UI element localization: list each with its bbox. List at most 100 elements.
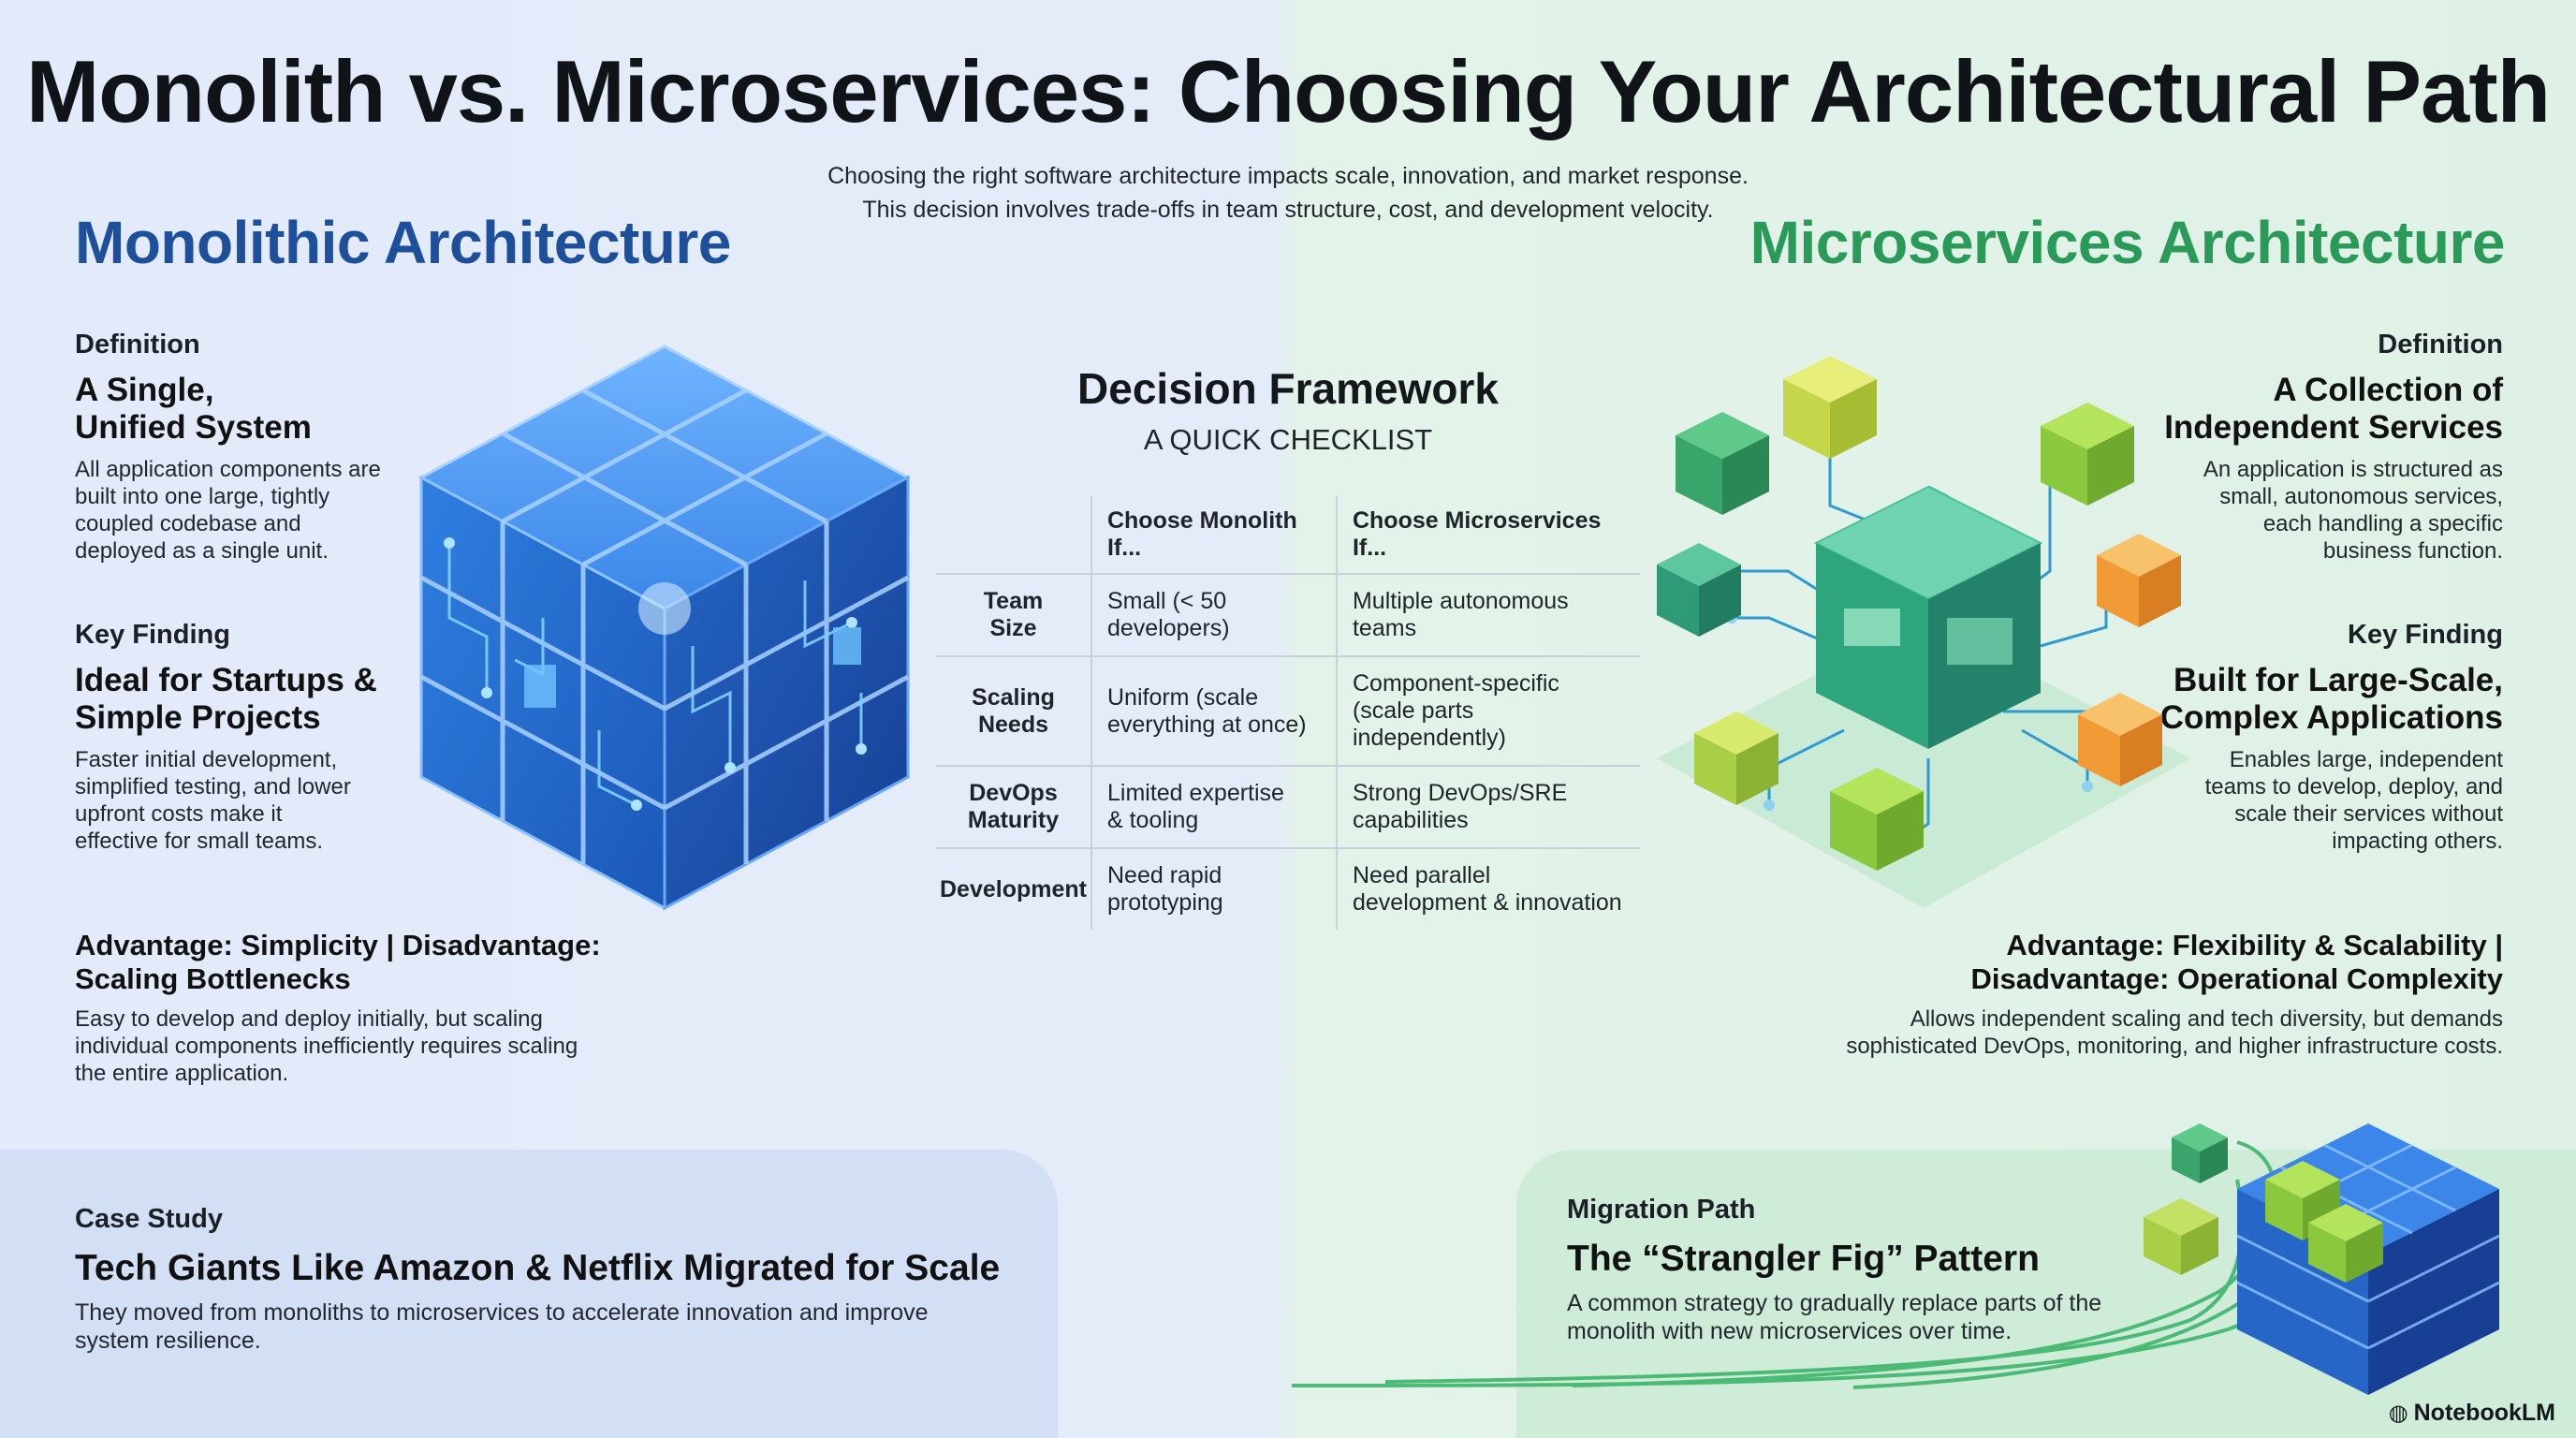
body-line: teams to develop, deploy, and (2204, 774, 2503, 800)
cell-line: & tooling (1106, 807, 1199, 833)
column-header: Choose Microservices If... (1335, 496, 1640, 574)
monolith-cell: Limited expertise& tooling (1090, 765, 1337, 848)
cell-line: Limited expertise (1106, 780, 1284, 806)
body-line: business function. (2322, 538, 2503, 564)
cell-line: developers) (1106, 615, 1230, 641)
brand-name: NotebookLM (2413, 1400, 2555, 1426)
headline-line: Disadvantage: Operational Complexity (1970, 962, 2503, 995)
key-finding-headline: Ideal for Startups & Simple Projects (75, 662, 487, 737)
body-line: upfront costs make it (75, 801, 283, 827)
page-title: Monolith vs. Microservices: Choosing You… (25, 42, 2551, 140)
cell-line: Multiple autonomous (1352, 588, 1569, 614)
headline-line: Complex Applications (2159, 699, 2503, 736)
cell-line: Uniform (scale (1106, 683, 1259, 711)
notebooklm-icon: ◍ (2388, 1401, 2408, 1426)
body-line: sophisticated DevOps, monitoring, and hi… (1846, 1034, 2503, 1059)
migration-body: A common strategy to gradually replace p… (1567, 1289, 2147, 1345)
body-line: system resilience. (75, 1328, 261, 1354)
body-line: each handling a specific (2262, 511, 2503, 536)
headline-line: A Single, (75, 372, 214, 408)
definition-body: An application is structured as small, a… (2091, 456, 2503, 565)
framework-title: Decision Framework (1077, 364, 1499, 413)
headline-line: Unified System (75, 409, 312, 446)
body-line: All application components are (75, 457, 381, 482)
definition-headline: A Collection of Independent Services (2091, 372, 2503, 447)
body-line: Enables large, independent (2229, 747, 2503, 772)
subtitle-line: This decision involves trade-offs in tea… (862, 197, 1714, 223)
body-line: Faster initial development, (75, 747, 338, 772)
microservices-key-finding: Key Finding Built for Large-Scale, Compl… (2091, 620, 2503, 855)
definition-label: Definition (2378, 330, 2503, 360)
case-study: Case Study Tech Giants Like Amazon & Net… (75, 1204, 1011, 1355)
key-finding-headline: Built for Large-Scale, Complex Applicati… (2091, 662, 2503, 737)
case-study-body: They moved from monoliths to microservic… (75, 1299, 1011, 1355)
cell-line: DevOps (969, 780, 1058, 806)
body-line: A common strategy to gradually replace p… (1567, 1290, 2102, 1316)
key-finding-label: Key Finding (2348, 620, 2503, 650)
monolith-key-finding: Key Finding Ideal for Startups & Simple … (75, 620, 487, 855)
body-line: Allows independent scaling and tech dive… (1910, 1006, 2503, 1032)
body-line: Easy to develop and deploy initially, bu… (75, 1006, 543, 1032)
migration-headline: The “Strangler Fig” Pattern (1567, 1239, 2040, 1279)
decision-table: Choose Monolith If... Choose Microservic… (936, 496, 1640, 930)
cell-line: Scaling (972, 683, 1055, 711)
case-study-headline: Tech Giants Like Amazon & Netflix Migrat… (75, 1248, 1001, 1288)
cell-line: Strong DevOps/SRE (1352, 780, 1568, 806)
cell-line: prototyping (1106, 889, 1223, 916)
body-line: scale their services without (2234, 801, 2503, 827)
cell-line: Development (940, 875, 1087, 902)
headline-line: Built for Large-Scale, (2173, 662, 2503, 698)
strangler-fig-illustration (1292, 1123, 2500, 1395)
page-subtitle: Choosing the right software architecture… (726, 159, 1850, 227)
cell-line: Component-specific (1352, 670, 1559, 697)
tradeoff-headline: Advantage: Flexibility & Scalability | D… (1735, 929, 2503, 996)
table-header-row: Choose Monolith If... Choose Microservic… (936, 496, 1640, 574)
key-finding-body: Faster initial development, simplified t… (75, 746, 487, 855)
cell-line: capabilities (1352, 807, 1469, 833)
tradeoff-body: Allows independent scaling and tech dive… (1735, 1005, 2503, 1060)
monolith-cube-illustration (417, 345, 912, 911)
headline-line: Advantage: Flexibility & Scalability | (2006, 929, 2503, 961)
headline-line: Ideal for Startups & (75, 662, 377, 698)
row-label: Development (936, 847, 1091, 930)
cell-line: Maturity (967, 807, 1060, 833)
body-line: An application is structured as (2203, 457, 2503, 482)
headline-line: A Collection of (2273, 372, 2503, 408)
brand-logo: ◍NotebookLM (2389, 1399, 2555, 1427)
cell-line: Need rapid (1106, 862, 1222, 888)
microservices-heading: Microservices Architecture (1749, 209, 2506, 276)
body-line: deployed as a single unit. (75, 538, 329, 564)
cell-line: development & innovation (1352, 889, 1622, 916)
body-line: built into one large, tightly (75, 484, 330, 509)
key-finding-body: Enables large, independent teams to deve… (2091, 746, 2503, 855)
headline-line: Scaling Bottlenecks (75, 962, 351, 995)
body-line: They moved from monoliths to microservic… (75, 1299, 929, 1326)
cell-line: everything at once) (1106, 711, 1307, 738)
body-line: simplified testing, and lower (75, 774, 351, 800)
subtitle-line: Choosing the right software architecture… (827, 163, 1749, 189)
case-study-label: Case Study (75, 1204, 223, 1234)
cell-line: Needs (977, 711, 1049, 738)
body-line: small, autonomous services, (2219, 484, 2503, 509)
microservices-cell: Component-specific(scale parts independe… (1335, 655, 1640, 766)
migration-label: Migration Path (1567, 1195, 1756, 1225)
cell-line: teams (1352, 615, 1417, 641)
body-line: the entire application. (75, 1061, 289, 1086)
definition-headline: A Single, Unified System (75, 372, 487, 447)
body-line: effective for small teams. (75, 829, 323, 854)
cell-line: Size (989, 615, 1037, 641)
headline-line: Independent Services (2164, 409, 2503, 446)
column-header (936, 496, 1091, 574)
body-line: coupled codebase and (75, 511, 301, 536)
